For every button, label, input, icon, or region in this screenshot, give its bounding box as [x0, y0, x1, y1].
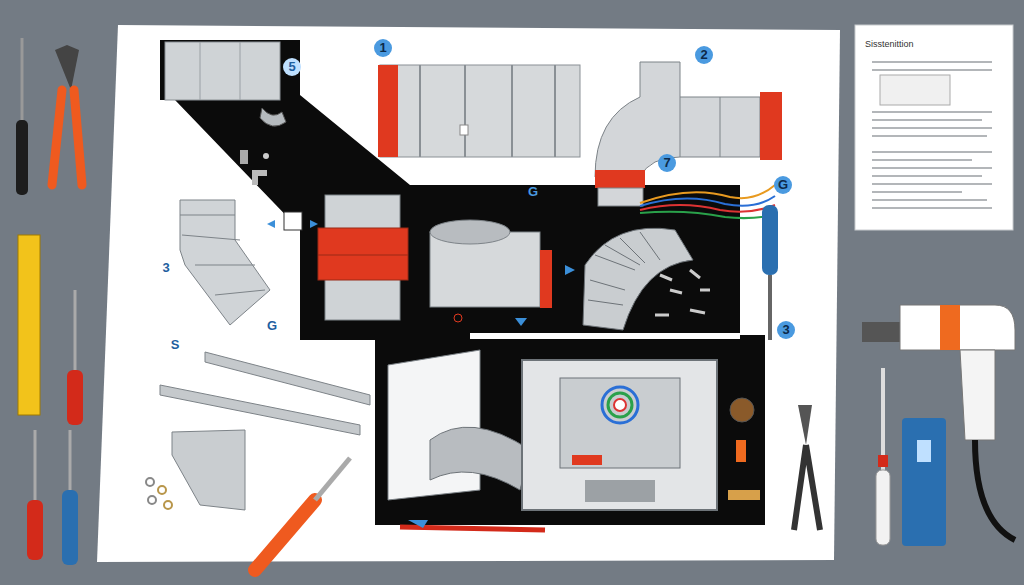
callout-number: 1: [374, 39, 392, 57]
callout-number: 3: [777, 321, 795, 339]
tools: [255, 205, 820, 570]
duct-collar: [430, 220, 575, 326]
document-lines: [872, 62, 992, 208]
duct-section: [378, 65, 580, 157]
hand-tools: [16, 38, 83, 565]
callout-number: G: [524, 183, 542, 201]
sheet-title: Sisstenittion: [865, 39, 914, 49]
paper-sheet: [97, 25, 840, 562]
callout-number: G: [263, 317, 281, 335]
callout-number: 7: [658, 154, 676, 172]
callout-number: 5: [283, 58, 301, 76]
duct-elbow: [595, 62, 782, 218]
sheet-paper: [855, 25, 1013, 230]
callout-number: S: [166, 336, 184, 354]
layout-band: [160, 40, 765, 525]
callout-number: 3: [157, 259, 175, 277]
duct-connector: [267, 195, 408, 320]
mounting-bracket: [146, 352, 370, 510]
instruction-sheet: Sisstenittion: [855, 25, 1013, 230]
white-strip: [470, 333, 740, 339]
duct-elbow: [180, 200, 270, 325]
flex-duct: [583, 228, 710, 330]
callout-number: G: [774, 176, 792, 194]
hvac-unit: [388, 350, 760, 510]
power-tools: [862, 305, 1015, 546]
callout-number: 2: [695, 46, 713, 64]
duct-section: [165, 42, 286, 185]
